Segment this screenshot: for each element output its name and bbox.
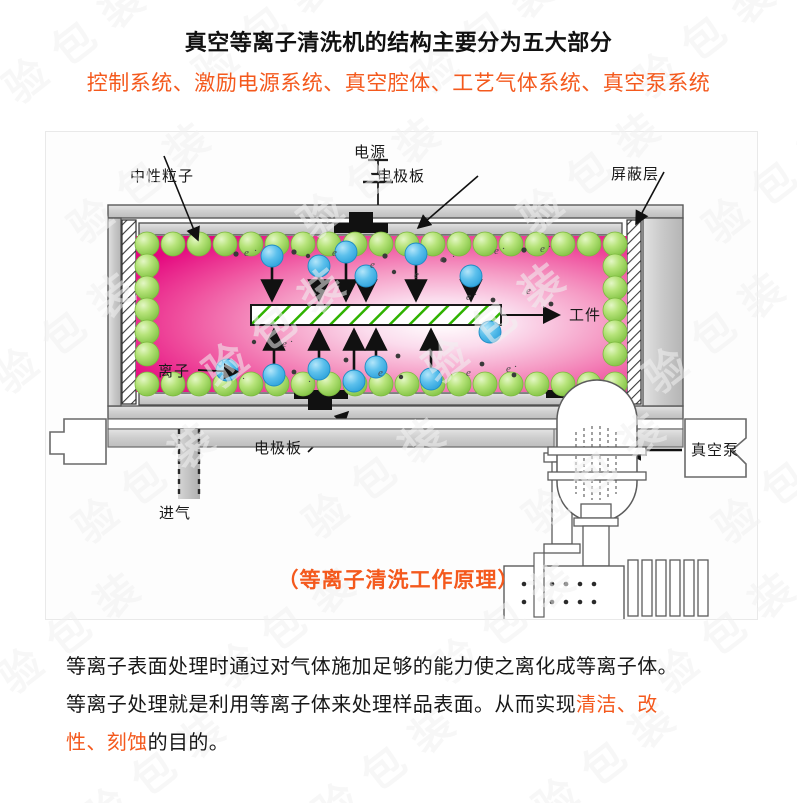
svg-text:·: · [242, 373, 245, 385]
label-ion: 离子 [158, 363, 191, 380]
page-subtitle: 控制系统、激励电源系统、真空腔体、工艺气体系统、真空泵系统 [86, 72, 711, 95]
svg-text:e: e [466, 367, 471, 379]
electron-labels: e · e e e e · e · e · e · e e · e e e · [242, 241, 551, 388]
svg-text:e: e [506, 363, 511, 375]
svg-text:e: e [540, 243, 545, 255]
label-electrode-plate-top: 电极板 [377, 168, 426, 185]
page-title: 真空等离子清洗机的结构主要分为五大部分 [184, 30, 613, 55]
ion-down-arrows [260, 260, 483, 303]
body-line2-highlight: 清洁、改 [576, 694, 658, 716]
svg-text:e: e [526, 285, 531, 297]
leader-electrode-top [416, 175, 479, 230]
label-vacuum-pump: 真空泵 [691, 442, 740, 459]
leader-neutral-particle [163, 155, 200, 242]
svg-text:e: e [282, 338, 287, 350]
leader-ion [197, 363, 240, 380]
header-block: 真空等离子清洗机的结构主要分为五大部分 控制系统、激励电源系统、真空腔体、工艺气… [0, 28, 797, 100]
body-line2: 等离子处理就是利用等离子体来处理样品表面。从而实现 [66, 694, 576, 716]
plasma-cleaner-schematic: e · e e e e · e · e · e · e e · e e e · [49, 155, 747, 619]
ion-spheres [215, 240, 502, 393]
svg-text:·: · [308, 376, 311, 388]
svg-text:·: · [254, 245, 257, 257]
svg-text:e: e [466, 291, 471, 303]
label-workpiece: 工件 [569, 307, 602, 324]
label-gas-inlet: 进气 [159, 505, 192, 522]
label-power-supply: 电源 [354, 144, 387, 161]
left-port-break [49, 418, 107, 465]
svg-text:e: e [440, 253, 445, 265]
svg-text:·: · [452, 251, 455, 263]
svg-text:·: · [548, 241, 551, 253]
label-neutral-particle: 中性粒子 [130, 168, 195, 185]
svg-text:·: · [502, 243, 505, 255]
ion-up-arrows [262, 327, 443, 372]
svg-text:e: e [370, 259, 375, 271]
gas-inlet-pipe [178, 429, 200, 499]
svg-text:e: e [244, 247, 249, 259]
body-line1: 等离子表面处理时通过对气体施加足够的能力使之离化成等离子体。 [66, 656, 678, 678]
label-shield-layer: 屏蔽层 [611, 166, 660, 183]
diagram-caption: （等离子清洗工作原理） [277, 569, 520, 592]
neutral-particle-spheres [134, 231, 628, 397]
right-port-break [684, 418, 747, 478]
svg-text:e: e [494, 245, 499, 257]
svg-text:e: e [332, 247, 337, 259]
svg-text:e: e [378, 367, 383, 379]
vacuum-pump-assembly [503, 379, 709, 619]
body-line3: 的目的。 [147, 732, 230, 754]
svg-text:·: · [474, 289, 477, 301]
electron-dots [233, 247, 554, 380]
body-paragraph: 等离子表面处理时通过对气体施加足够的能力使之离化成等离子体。 等离子处理就是利用… [66, 648, 746, 762]
svg-text:·: · [290, 336, 293, 348]
diagram-panel: e · e e e e · e · e · e · e e · e e e · [45, 131, 758, 620]
svg-text:·: · [514, 361, 517, 373]
body-line3-highlight: 性、刻蚀 [66, 732, 148, 754]
svg-text:e: e [414, 269, 419, 281]
label-electrode-plate-bottom: 电极板 [254, 440, 303, 457]
leader-shield [635, 171, 665, 226]
workpiece-bar [250, 304, 502, 326]
